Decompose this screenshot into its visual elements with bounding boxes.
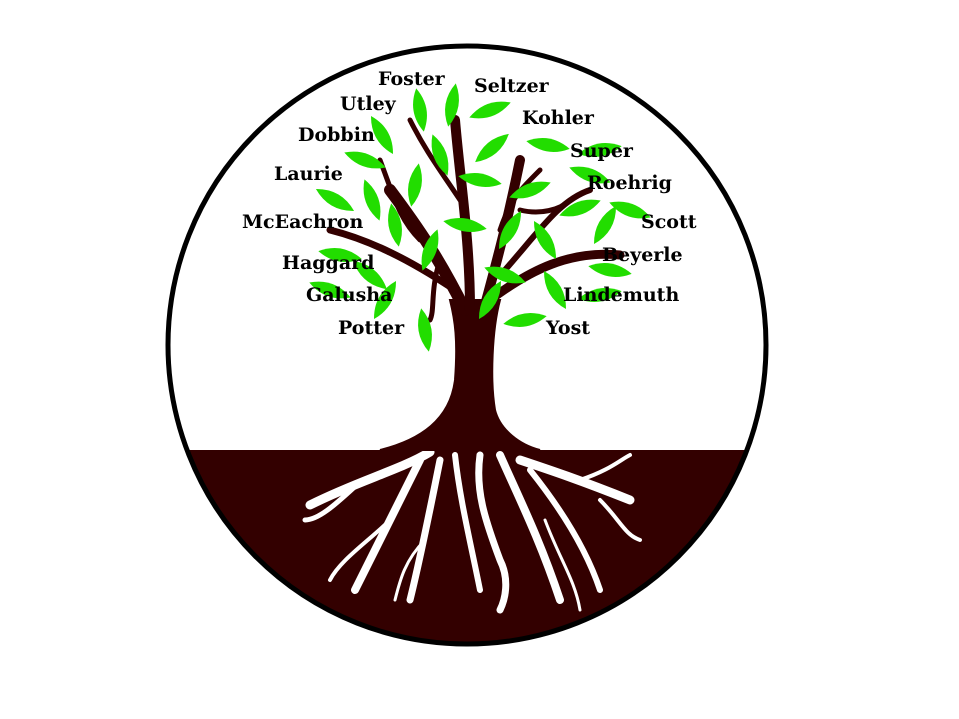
name-label: Beyerle xyxy=(602,244,683,266)
name-label: McEachron xyxy=(242,211,363,233)
leaf xyxy=(353,260,387,290)
leaf xyxy=(503,313,547,327)
circle-border xyxy=(165,43,769,647)
name-label: Yost xyxy=(545,317,590,339)
leaf xyxy=(373,280,397,320)
name-label: Kohler xyxy=(522,107,595,129)
name-label: Laurie xyxy=(274,163,343,185)
leaf xyxy=(578,288,622,302)
leaf xyxy=(543,270,567,310)
leaf xyxy=(443,218,487,232)
name-label: Potter xyxy=(338,317,405,339)
leaf xyxy=(445,83,459,127)
leaf xyxy=(475,133,509,163)
name-label: Scott xyxy=(641,211,697,233)
leaf xyxy=(370,115,394,155)
leaf xyxy=(388,203,402,247)
leaf xyxy=(309,281,351,299)
leaf xyxy=(469,101,511,119)
name-label: Dobbin xyxy=(298,124,375,146)
name-label: Haggard xyxy=(282,252,374,274)
leaf xyxy=(588,263,632,277)
name-label: Galusha xyxy=(306,284,392,306)
name-label: Super xyxy=(570,140,634,162)
name-label: Foster xyxy=(378,68,446,90)
leaf xyxy=(533,220,557,260)
name-label: Seltzer xyxy=(474,75,550,97)
leaf xyxy=(458,173,502,187)
leaf xyxy=(421,229,439,271)
leaf xyxy=(363,179,381,221)
leaf xyxy=(609,201,651,219)
leaf xyxy=(509,181,551,199)
family-names: Foster Seltzer Utley Kohler Dobbin Super… xyxy=(242,68,697,339)
leaf xyxy=(593,205,617,245)
name-label: Utley xyxy=(340,93,397,115)
name-label: Lindemuth xyxy=(563,284,679,306)
leaf xyxy=(413,88,427,132)
leaf xyxy=(569,166,611,184)
leaves xyxy=(309,83,651,352)
leaf xyxy=(526,138,570,152)
leaf xyxy=(408,163,422,207)
leaf xyxy=(478,280,502,320)
leaf xyxy=(559,199,601,217)
leaf xyxy=(498,210,522,250)
leaf xyxy=(318,248,362,262)
tree-trunk xyxy=(326,115,625,451)
leaf xyxy=(484,266,526,284)
leaf xyxy=(315,188,355,212)
leaf xyxy=(578,143,622,157)
leaf xyxy=(344,151,386,169)
roots xyxy=(302,447,642,614)
name-label: Roehrig xyxy=(587,172,672,194)
leaf xyxy=(431,134,449,176)
leaf xyxy=(418,308,432,352)
